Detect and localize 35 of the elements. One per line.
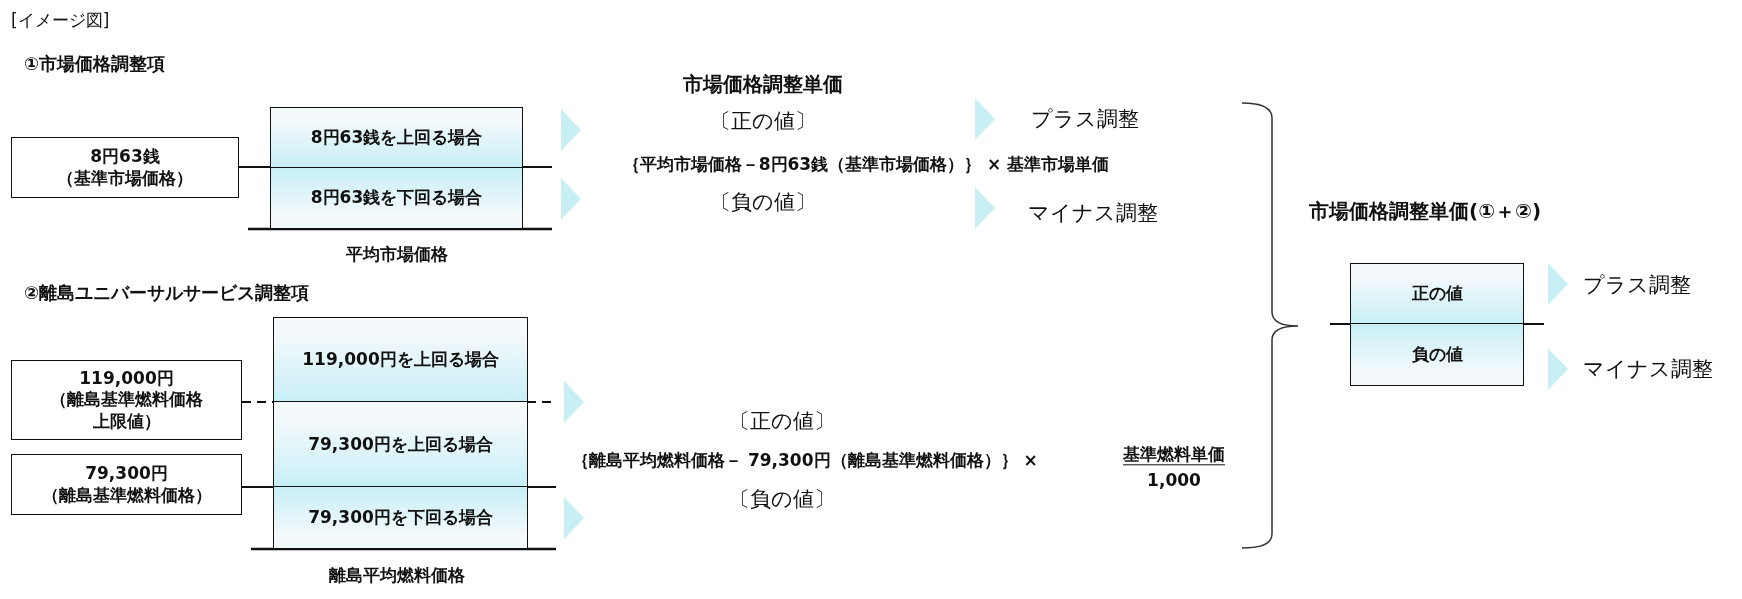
value-box <box>11 454 242 515</box>
axis-label: 平均市場価格 <box>346 243 448 265</box>
formula-heading: 市場価格調整単価(①＋②) <box>1309 199 1542 223</box>
case-label: 〔負の値〕 <box>710 190 816 216</box>
note-text: （基準市場価格） <box>57 167 193 189</box>
section-heading: ②離島ユニバーサルサービス調整項 <box>24 282 310 304</box>
result-label: マイナス調整 <box>1028 201 1158 227</box>
formula-text: ｛離島平均燃料価格－ 79,300円（離島基準燃料価格）｝ × <box>572 449 1038 471</box>
note-text: （離島基準燃料価格上限値） <box>49 389 204 432</box>
result-label: マイナス調整 <box>1583 357 1713 383</box>
case-label: 〔負の値〕 <box>729 487 835 513</box>
section-heading: ①市場価格調整項 <box>24 53 166 75</box>
formula-text: ｛平均市場価格－8円63銭（基準市場価格）｝ × 基準市場単価 <box>622 153 1110 175</box>
range-cell: 119,000円を上回る場合 <box>273 317 528 403</box>
range-cell: 79,300円を下回る場合 <box>273 486 528 549</box>
axis-label: 離島平均燃料価格 <box>329 564 465 586</box>
price-text: 79,300円 <box>85 463 168 485</box>
price-text: 8円63銭 <box>90 146 160 168</box>
sign-cell: 負の値 <box>1350 323 1524 386</box>
value-box <box>11 137 239 198</box>
case-label: 〔正の値〕 <box>710 109 816 135</box>
result-label: プラス調整 <box>1031 107 1139 133</box>
value-box <box>11 360 242 440</box>
formula-heading: 市場価格調整単価 <box>683 72 843 96</box>
figure-tag: [イメージ図] <box>11 9 110 31</box>
fraction-numerator: 基準燃料単価 <box>1123 444 1225 466</box>
note-text: （離島基準燃料価格） <box>41 484 212 506</box>
range-cell: 79,300円を上回る場合 <box>273 401 528 488</box>
sign-cell: 正の値 <box>1350 263 1524 325</box>
fraction-denominator: 1,000 <box>1147 469 1201 491</box>
range-cell: 8円63銭を下回る場合 <box>270 167 523 229</box>
range-cell: 8円63銭を上回る場合 <box>270 107 523 168</box>
case-label: 〔正の値〕 <box>729 409 835 435</box>
result-label: プラス調整 <box>1583 273 1691 299</box>
price-text: 119,000円 <box>79 368 174 390</box>
